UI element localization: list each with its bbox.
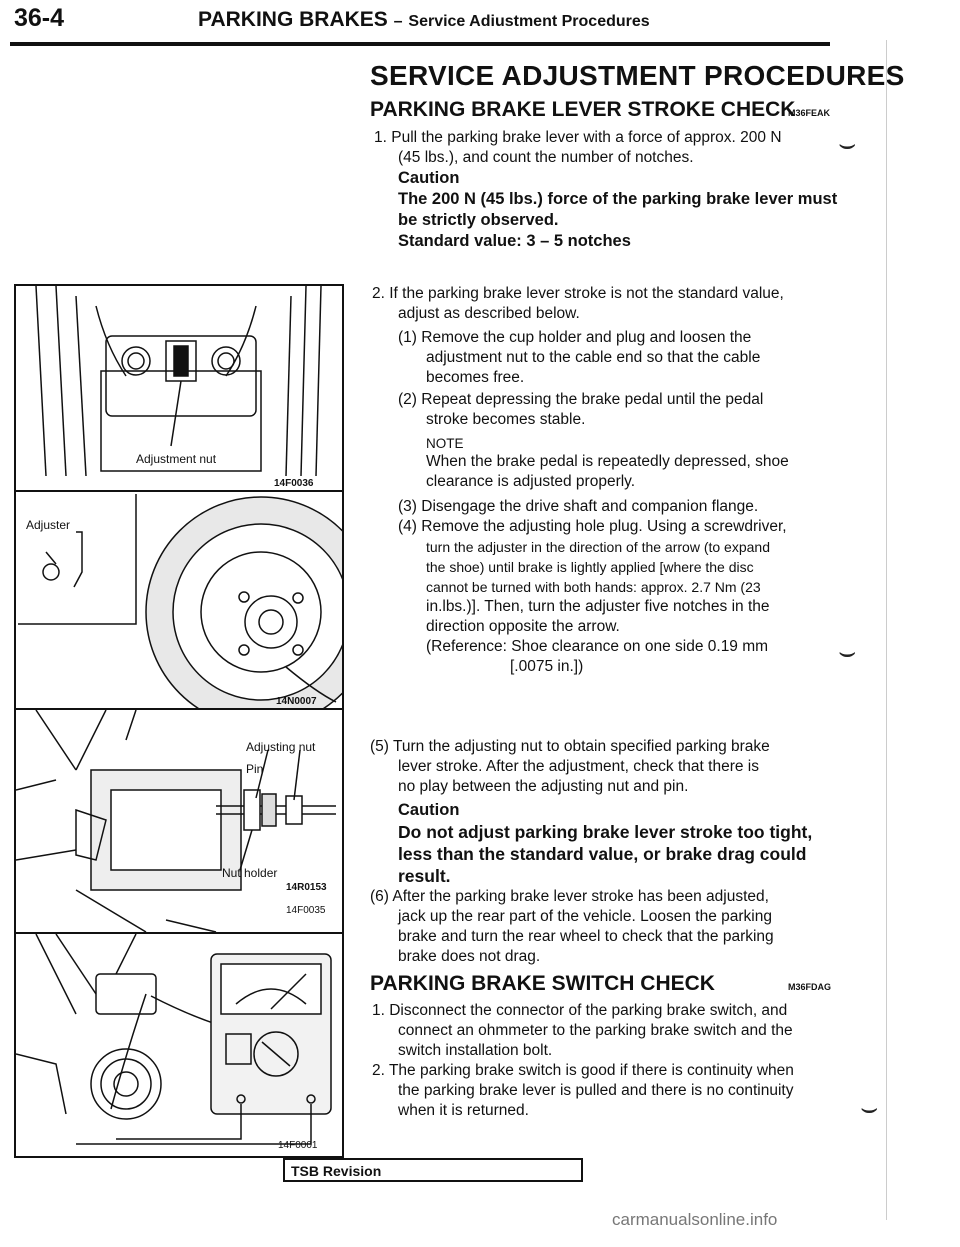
substep-5-a: (5) Turn the adjusting nut to obtain spe…	[370, 738, 770, 755]
lever-step-1: 1. Pull the parking brake lever with a f…	[374, 129, 782, 146]
label-nut-holder: Nut holder	[222, 866, 278, 880]
figure-code: 14F0035	[286, 905, 326, 916]
watermark[interactable]: carmanualsonline.info	[612, 1210, 778, 1229]
standard-value: Standard value: 3 – 5 notches	[398, 232, 631, 250]
ohmmeter-illustration	[16, 934, 332, 1145]
figure-adjusting-nut: Adjusting nut Pin Nut holder 14R0153 14F…	[14, 708, 344, 934]
substep-4-d: cannot be turned with both hands: approx…	[426, 579, 761, 595]
figure-console-adjustment-nut: Adjustment nut 14F0036	[14, 284, 344, 492]
substep-2-a: (2) Repeat depressing the brake pedal un…	[398, 391, 764, 408]
caution-text-1: The 200 N (45 lbs.) force of the parking…	[398, 190, 838, 208]
page-number: 36-4	[14, 4, 65, 32]
switch-step-1-b: connect an ohmmeter to the parking brake…	[398, 1022, 793, 1039]
figure-code: 14N0007	[276, 696, 317, 707]
header-rule	[10, 42, 830, 46]
substep-1-c: becomes free.	[426, 369, 525, 386]
margin-mark: ⌣	[860, 1092, 879, 1123]
section-dash: –	[393, 13, 403, 30]
substep-4-g: (Reference: Shoe clearance on one side 0…	[426, 638, 769, 655]
substep-4-f: direction opposite the arrow.	[426, 618, 620, 635]
substep-1-b: adjustment nut to the cable end so that …	[426, 349, 761, 366]
switch-check-code: M36FDAG	[788, 982, 832, 992]
caution2-text-1: Do not adjust parking brake lever stroke…	[398, 822, 813, 842]
substep-4-h: [.0075 in.])	[510, 658, 584, 675]
substep-5-b: lever stroke. After the adjustment, chec…	[398, 758, 759, 775]
switch-step-2-c: when it is returned.	[398, 1102, 529, 1119]
substep-6-c: brake and turn the rear wheel to check t…	[398, 928, 774, 945]
substep-4-c: the shoe) until brake is lightly applied…	[426, 559, 754, 575]
substep-1-a: (1) Remove the cup holder and plug and l…	[398, 329, 752, 346]
note-label: NOTE	[426, 436, 464, 451]
substep-4-e: in.lbs.)]. Then, turn the adjuster five …	[426, 598, 770, 615]
margin-mark: ⌣	[838, 128, 857, 159]
adjusting-nut-illustration	[16, 710, 336, 932]
figure-code: 14F0036	[274, 478, 314, 489]
brake-disc-illustration	[18, 494, 342, 708]
page-edge-line	[886, 40, 887, 1220]
lever-check-heading: PARKING BRAKE LEVER STROKE CHECK	[370, 98, 796, 121]
figure-brake-adjuster: Adjuster 14N0007	[14, 490, 344, 710]
switch-step-2-a: 2. The parking brake switch is good if t…	[372, 1062, 794, 1079]
substep-6-b: jack up the rear part of the vehicle. Lo…	[398, 908, 772, 925]
substep-4-b: turn the adjuster in the direction of th…	[426, 539, 770, 555]
caution2-text-3: result.	[398, 866, 451, 886]
label-adjuster: Adjuster	[26, 518, 71, 532]
switch-check-heading: PARKING BRAKE SWITCH CHECK	[370, 972, 715, 995]
figure-ohmmeter: 14F0001	[14, 932, 344, 1158]
substep-3: (3) Disengage the drive shaft and compan…	[398, 498, 759, 515]
section-name: PARKING BRAKES	[198, 8, 388, 31]
console-illustration	[35, 286, 322, 477]
label-adjustment-nut: Adjustment nut	[136, 452, 217, 466]
label-adjusting-nut: Adjusting nut	[246, 740, 316, 754]
label-pin: Pin	[246, 762, 264, 776]
substep-6-a: (6) After the parking brake lever stroke…	[370, 888, 769, 905]
switch-step-2-b: the parking brake lever is pulled and th…	[398, 1082, 794, 1099]
caution2-label: Caution	[398, 801, 460, 819]
caution-label: Caution	[398, 169, 460, 187]
caution2-text-2: less than the standard value, or brake d…	[398, 844, 807, 864]
figure-code: 14R0153	[286, 882, 327, 893]
lever-step-1-cont: (45 lbs.), and count the number of notch…	[398, 149, 694, 166]
substep-2-b: stroke becomes stable.	[426, 411, 586, 428]
page-section-title: PARKING BRAKES – Service Adiustment Proc…	[198, 8, 650, 32]
subsection-name: Service Adiustment Procedures	[408, 13, 650, 30]
switch-step-1-c: switch installation bolt.	[398, 1042, 553, 1059]
substep-5-c: no play between the adjusting nut and pi…	[398, 778, 689, 795]
tsb-revision-box: TSB Revision	[283, 1158, 583, 1182]
lever-check-code: M36FEAK	[788, 108, 831, 118]
lever-step-2-cont: adjust as described below.	[398, 305, 580, 322]
note-text-2: clearance is adjusted properly.	[426, 473, 636, 490]
substep-6-d: brake does not drag.	[398, 948, 541, 965]
note-text-1: When the brake pedal is repeatedly depre…	[426, 453, 789, 470]
switch-step-1-a: 1. Disconnect the connector of the parki…	[372, 1002, 788, 1019]
lever-step-2: 2. If the parking brake lever stroke is …	[372, 285, 784, 302]
caution-text-2: be strictly observed.	[398, 211, 559, 229]
page-title: SERVICE ADJUSTMENT PROCEDURES	[370, 60, 905, 91]
substep-4-a: (4) Remove the adjusting hole plug. Usin…	[398, 518, 787, 535]
margin-mark: ⌣	[838, 636, 857, 667]
figure-code: 14F0001	[278, 1140, 318, 1151]
